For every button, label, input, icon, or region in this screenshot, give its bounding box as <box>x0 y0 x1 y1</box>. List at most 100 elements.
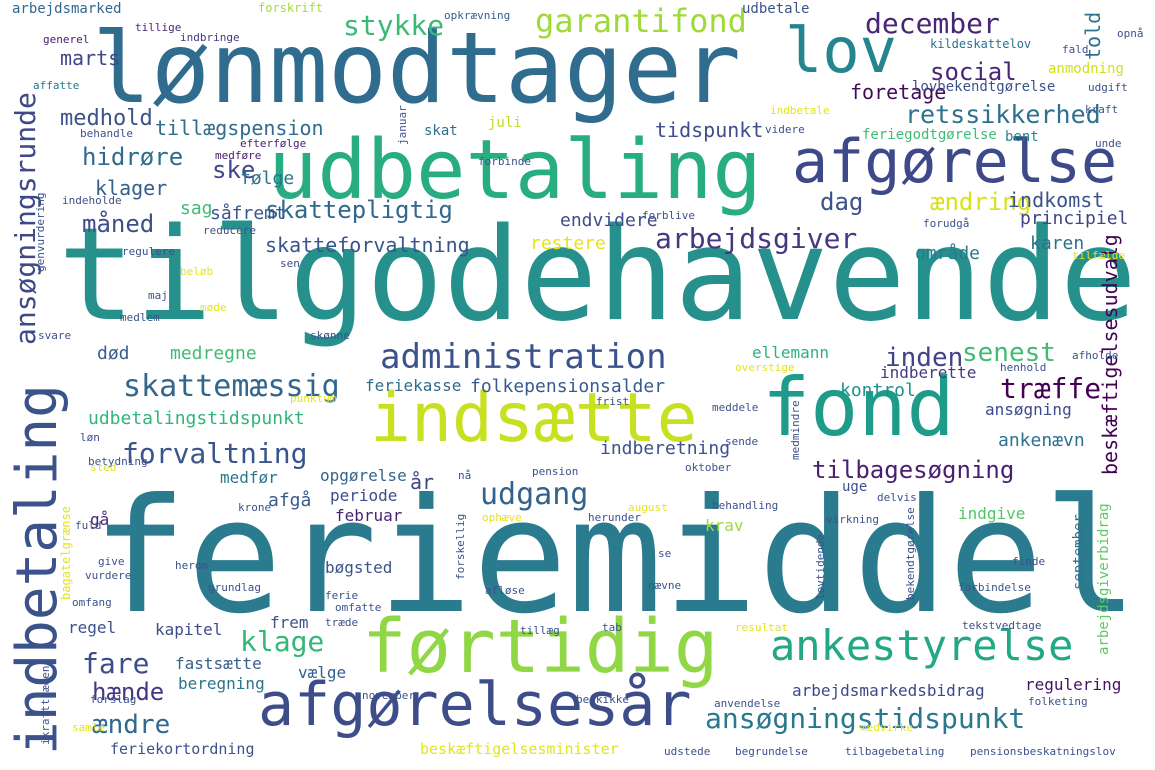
word: januar <box>396 105 409 145</box>
word: folketing <box>1028 695 1088 708</box>
word: skønne <box>310 329 350 342</box>
word: genvurdering <box>34 192 47 272</box>
word: beløb <box>180 265 214 278</box>
word: indsætte <box>370 379 698 458</box>
word: feriekortordning <box>110 740 255 758</box>
word: fald <box>1062 43 1089 56</box>
word: social <box>930 58 1017 86</box>
word: pensionsbeskatningslov <box>970 745 1116 758</box>
word: delvis <box>877 491 917 504</box>
word: marts <box>60 46 121 70</box>
word: bagatelgrænse <box>59 506 73 600</box>
word: medføre <box>215 149 262 162</box>
word: fond <box>762 361 955 454</box>
word: affatte <box>33 79 80 92</box>
word: indberetning <box>600 438 731 459</box>
word: skatteforvaltning <box>265 233 470 257</box>
word: omfatte <box>335 601 382 614</box>
word: tilfælde <box>1072 249 1125 262</box>
word: stykke <box>343 9 445 42</box>
word: ophæve <box>482 511 522 524</box>
word: ske <box>212 156 256 184</box>
word: betydning <box>88 455 148 468</box>
word: død <box>97 343 130 364</box>
word: år <box>410 470 435 494</box>
word: februar <box>335 506 403 525</box>
word: kontrol <box>840 380 916 401</box>
word: ferie <box>325 589 359 602</box>
word: område <box>915 243 981 264</box>
word: pension <box>532 465 579 478</box>
word: foretage <box>850 80 947 104</box>
word: inden <box>885 343 964 373</box>
word: løn <box>80 431 100 444</box>
word: generel <box>43 33 90 46</box>
word: udbetale <box>742 1 810 17</box>
word: medregne <box>170 343 257 364</box>
word: sted <box>90 461 117 474</box>
word: administration <box>380 337 667 377</box>
word: folkepensionsalder <box>470 376 666 397</box>
word: udstede <box>664 745 711 758</box>
word: henhold <box>1000 361 1047 374</box>
word: omfang <box>72 596 112 609</box>
word: beskikke <box>576 693 629 706</box>
word: tab <box>602 621 622 634</box>
word: virkning <box>826 513 879 526</box>
word: bent <box>1005 129 1039 145</box>
word: nævne <box>648 579 682 592</box>
word: svare <box>38 329 72 342</box>
word: give <box>98 555 125 568</box>
word: uge <box>842 479 868 495</box>
word: sen <box>280 257 300 270</box>
word: meddele <box>712 401 759 414</box>
word: begrundelse <box>735 745 808 758</box>
word: kildeskattelov <box>930 37 1032 51</box>
word: udgift <box>1088 81 1128 94</box>
word: tillægspension <box>155 116 324 140</box>
word: tilbagesøgning <box>812 456 1015 484</box>
word: overstige <box>735 361 795 374</box>
word: møde <box>200 301 227 314</box>
word: se <box>658 547 672 560</box>
word: juli <box>488 115 522 131</box>
word: ændre <box>92 710 171 740</box>
word: garantifond <box>535 2 747 40</box>
word: resultat <box>735 621 788 634</box>
word: medhold <box>60 106 153 131</box>
word: lønmodtager <box>92 12 742 126</box>
word: tidspunkt <box>655 118 764 142</box>
word: tilbagebetaling <box>845 745 945 758</box>
word: fuld <box>75 519 102 532</box>
word: december <box>865 7 1000 40</box>
word: indeholde <box>62 194 122 207</box>
word: medvirke <box>860 721 913 734</box>
word: opnå <box>1117 27 1144 40</box>
word: forskellig <box>454 513 467 580</box>
word: opkrævning <box>444 9 511 22</box>
word: ankenævn <box>998 430 1085 451</box>
word: ellemann <box>752 343 830 362</box>
word: lovbekendtgørelse <box>912 79 1056 95</box>
word: feriegodtgørelse <box>862 127 997 143</box>
word: retssikkerhed <box>905 100 1101 129</box>
word: hidrøre <box>82 143 184 171</box>
word: ændring <box>930 188 1032 216</box>
word: anmodning <box>1048 61 1124 77</box>
word: feriekasse <box>365 376 462 395</box>
word: regulere <box>122 245 175 258</box>
word: arbejdsgiver <box>655 222 858 255</box>
word: videre <box>765 123 805 136</box>
word: kapitel <box>155 620 223 639</box>
word: indkomst <box>1008 188 1105 212</box>
word: ansøgningstidspunkt <box>705 702 1026 735</box>
word: indbetaling <box>5 384 70 755</box>
word: såfremt <box>210 203 286 224</box>
word: lov <box>785 14 897 87</box>
word: tekstvedtage <box>962 619 1042 632</box>
word: forslag <box>90 693 137 706</box>
word: beskæftigelsesminister <box>420 740 619 758</box>
word: afgå <box>268 490 312 511</box>
word: grundlag <box>208 581 261 594</box>
